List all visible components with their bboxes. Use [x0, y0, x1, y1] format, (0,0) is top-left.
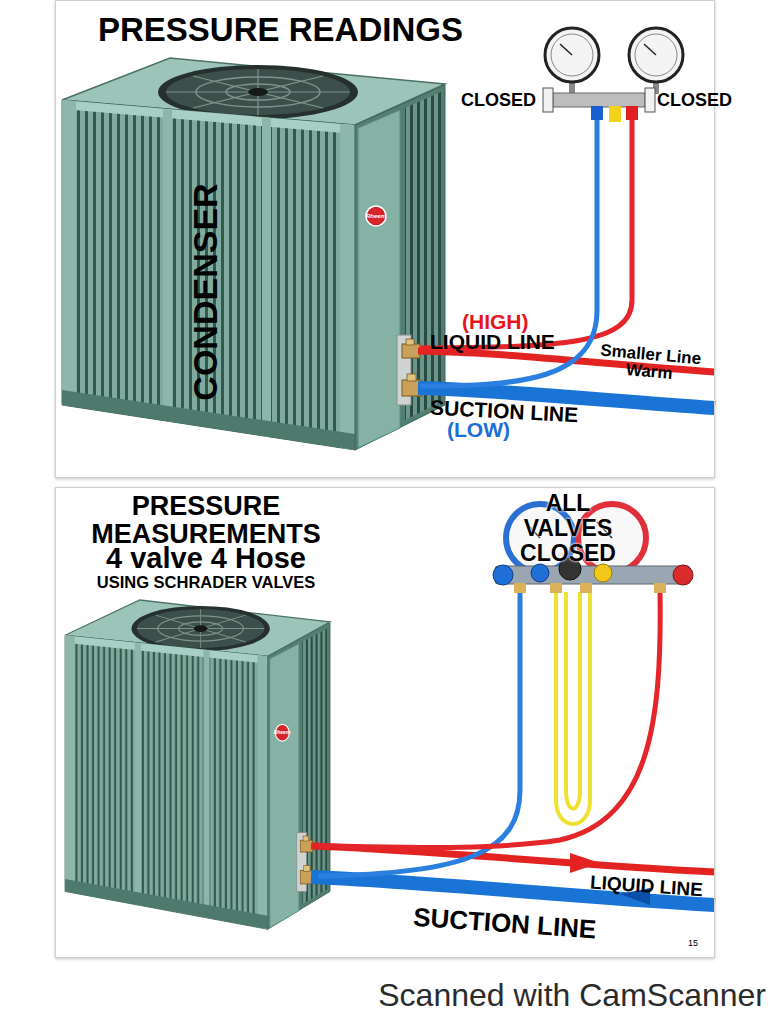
hose-fitting	[580, 583, 592, 593]
manifold-valve-knob	[594, 564, 612, 582]
gauge-scale	[635, 34, 677, 76]
hose-fitting	[654, 583, 666, 593]
panel-subheading: 4 valve 4 Hose	[76, 545, 336, 571]
high-port	[626, 106, 638, 120]
pressure-side-label: (HIGH)	[462, 311, 562, 333]
line-label: SUCTION LINE	[412, 903, 623, 946]
gauge-scale	[551, 34, 593, 76]
condenser-unit	[65, 600, 330, 929]
gauge-needle	[560, 44, 572, 55]
flow-arrow	[570, 853, 600, 873]
valve-state-label: CLOSED	[657, 90, 747, 110]
manifold-valve-knob	[645, 88, 655, 112]
panel: PRESSURE READINGS	[55, 0, 715, 478]
line-label: LIQUID LINE	[430, 331, 590, 353]
utility-hose	[556, 592, 590, 824]
low-pressure-gauge	[545, 28, 599, 82]
condenser-unit	[62, 58, 445, 450]
panel-subheading: USING SCHRADER VALVES	[76, 573, 336, 591]
panel-heading: PRESSURE READINGS	[98, 11, 538, 49]
page-number: 15	[688, 938, 712, 948]
utility-hose	[566, 592, 580, 809]
liquid-line	[311, 846, 715, 872]
manifold-body	[553, 93, 645, 107]
manifold-body	[495, 566, 690, 584]
gauge-needle	[644, 44, 656, 55]
panel-heading: PRESSURE MEASUREMENTS	[76, 492, 336, 548]
watermark: Scanned with CamScanner	[346, 977, 766, 1013]
high-side-hose	[420, 118, 632, 348]
valve-state-label: CLOSED	[461, 90, 551, 110]
line-note: Smaller Line Warm	[584, 340, 716, 385]
unit-label: CONDENSER	[185, 172, 225, 412]
manifold-valve-knob	[543, 88, 553, 112]
manifold-valve-knob	[673, 565, 693, 585]
hose-fitting	[514, 583, 526, 593]
high-side-hose	[318, 592, 660, 848]
manifold-valve-knob	[531, 564, 549, 582]
manifold-valve-knob	[493, 565, 513, 585]
pressure-side-label: (LOW)	[447, 419, 537, 441]
high-pressure-gauge	[629, 28, 683, 82]
hose-fitting	[550, 583, 562, 593]
service-port	[609, 106, 621, 122]
brand-logo: Rheem	[267, 729, 297, 736]
low-port	[591, 106, 603, 120]
low-side-hose	[420, 118, 597, 386]
low-side-hose	[318, 592, 520, 876]
brand-logo: Rheem	[361, 212, 391, 220]
valve-state-label: ALL VALVES CLOSED	[508, 491, 628, 566]
